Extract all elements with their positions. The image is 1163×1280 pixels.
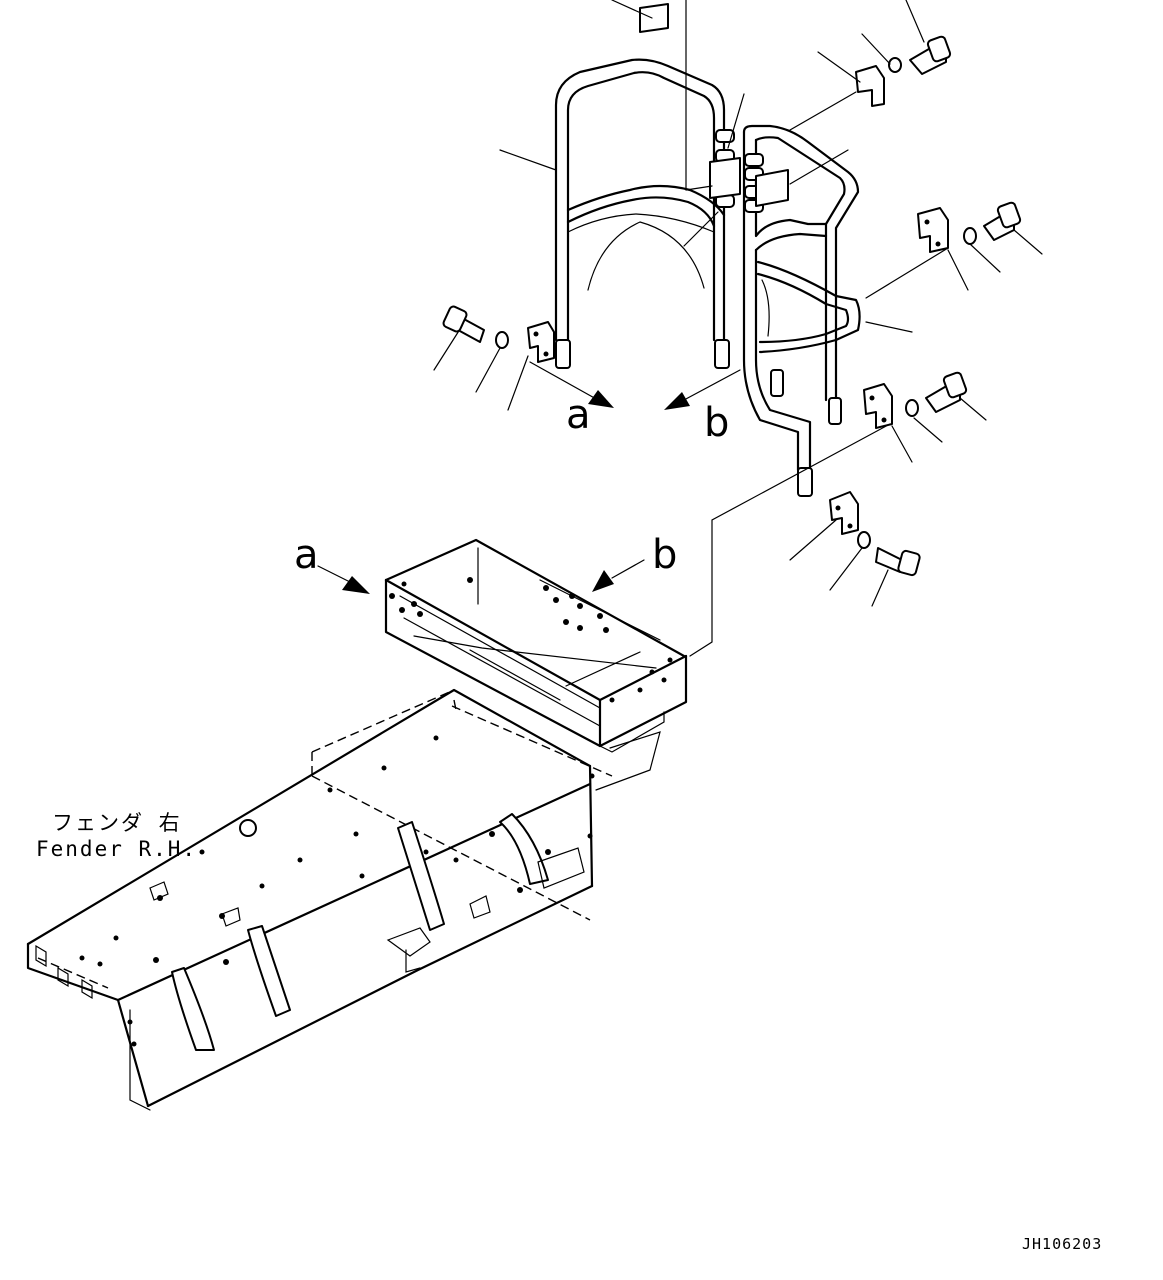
view-label-b-fender: b: [652, 532, 677, 578]
fender-label-en: Fender R.H.: [36, 837, 197, 861]
fender-body: [26, 688, 661, 1111]
fender-label: フェンダ 右 Fender R.H.: [36, 811, 197, 861]
callout-lines: [433, 0, 1043, 657]
fender-box: [384, 538, 688, 753]
view-label-a-top: a: [566, 392, 591, 438]
view-arrows: [317, 361, 741, 594]
left-handrail: [554, 58, 735, 369]
fender-label-jp: フェンダ 右: [52, 811, 182, 835]
view-label-a-fender: a: [294, 532, 319, 578]
clamp-plates: [639, 3, 789, 207]
view-label-b-top: b: [704, 400, 729, 446]
right-handrail: [742, 124, 861, 497]
hardware: [442, 35, 1022, 577]
drawing-code: JH106203: [1022, 1235, 1102, 1253]
